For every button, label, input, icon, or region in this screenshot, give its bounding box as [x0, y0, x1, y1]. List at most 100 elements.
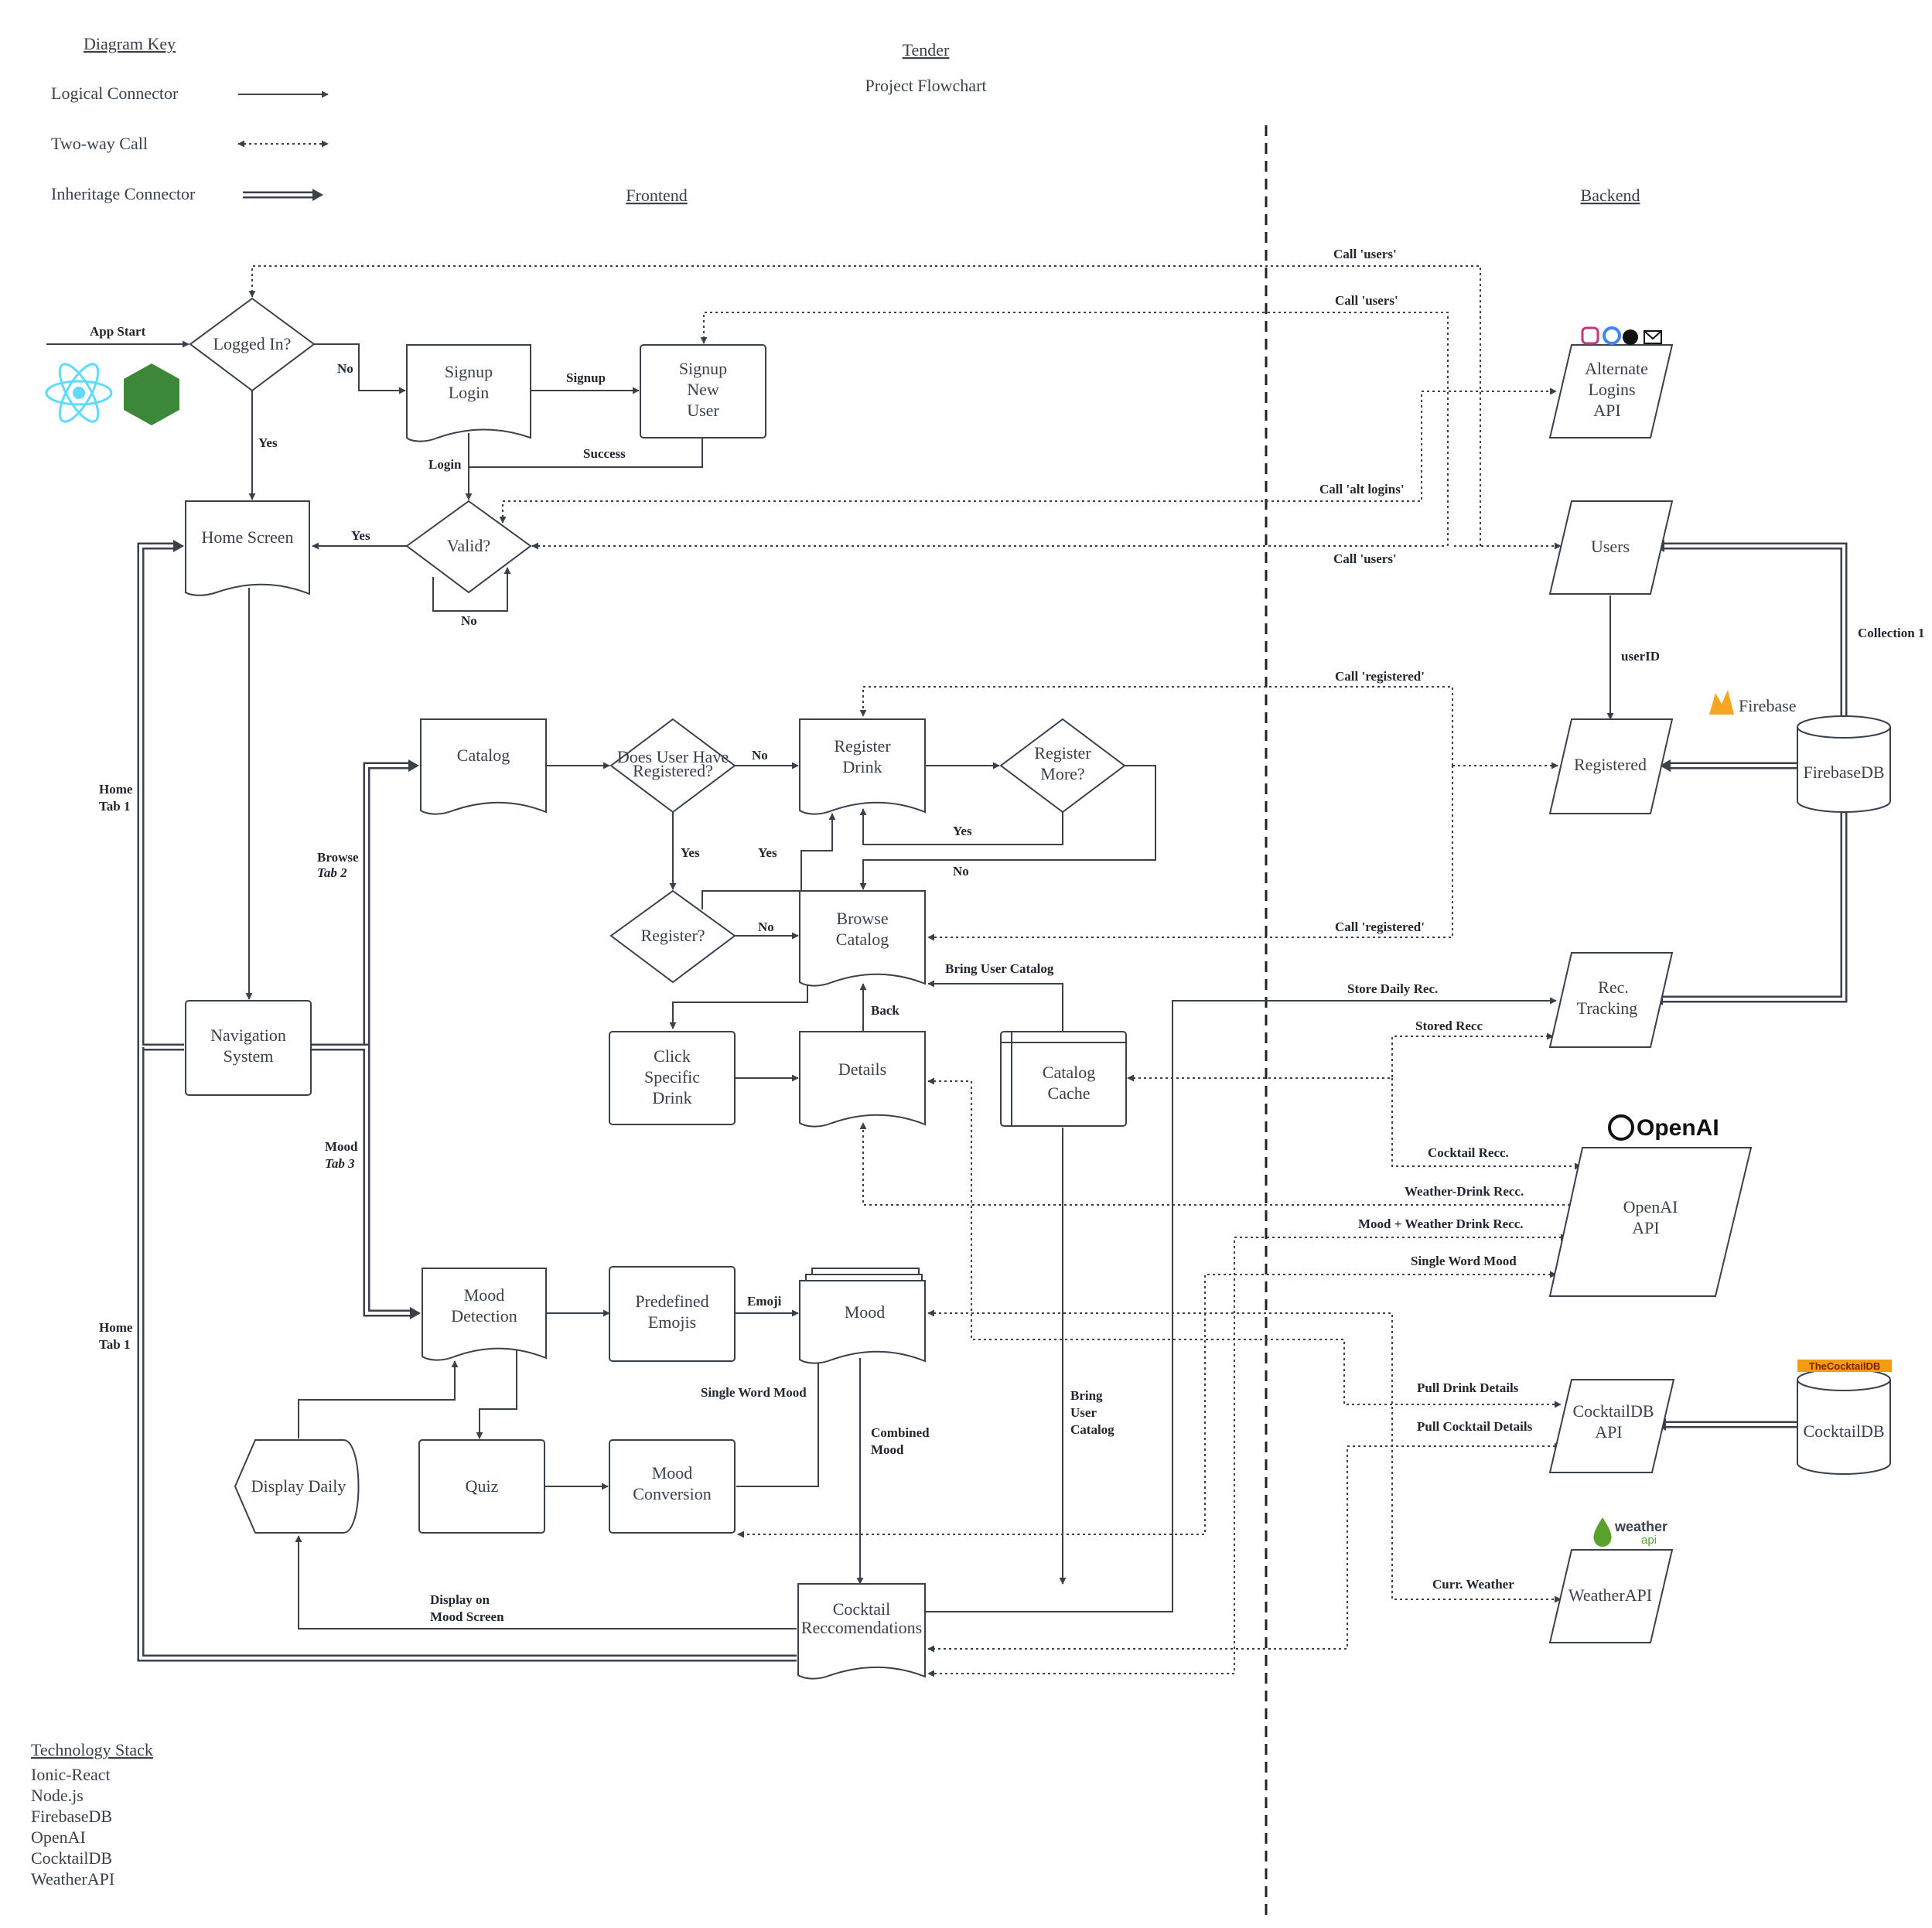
node-signup-new-user[interactable]: Signup New User — [640, 344, 766, 438]
login-providers-icons — [1581, 326, 1662, 345]
node-catalog[interactable]: Catalog — [420, 718, 547, 815]
node-alternate-logins-api[interactable]: Alternate Logins API — [1548, 344, 1674, 438]
node-navigation-system[interactable]: Navigation System — [185, 1000, 312, 1096]
node-mood-conversion[interactable]: Mood Conversion — [609, 1439, 736, 1534]
node-predefined-line1: Predefined — [635, 1292, 708, 1311]
node-alt-logins-line2: Logins — [1588, 380, 1635, 399]
node-cocktaildb-api-line1: CocktailDB — [1572, 1401, 1654, 1421]
node-browse-catalog[interactable]: Browse Catalog — [799, 890, 926, 987]
openai-logo-text: OpenAI — [1637, 1115, 1719, 1141]
label-no-register: No — [758, 920, 774, 934]
key-heading: Diagram Key — [84, 34, 176, 53]
firebase-logo-text: Firebase — [1739, 696, 1797, 715]
label-login: Login — [428, 457, 462, 472]
node-quiz-label: Quiz — [466, 1476, 499, 1496]
node-does-user-have-registered[interactable]: Does User Have Registered? — [609, 718, 736, 814]
key-logical-label: Logical Connector — [51, 84, 179, 103]
node-valid[interactable]: Valid? — [405, 500, 532, 594]
node-mood-detection[interactable]: Mood Detection — [422, 1268, 547, 1361]
label-combined-mood-2: Mood — [871, 1442, 904, 1457]
label-browse-tab2-1: Browse — [317, 850, 359, 865]
tech-stack-item: FirebaseDB — [31, 1807, 112, 1826]
node-weatherapi[interactable]: WeatherAPI — [1548, 1549, 1674, 1643]
node-register-question[interactable]: Register? — [609, 889, 736, 984]
twoway-connectors — [248, 265, 1582, 1677]
section-frontend: Frontend — [626, 186, 687, 205]
node-mood[interactable]: Mood — [799, 1268, 926, 1364]
node-register-more[interactable]: Register More? — [999, 718, 1126, 814]
label-home-tab1-a-2: Tab 1 — [99, 799, 130, 814]
node-home-screen[interactable]: Home Screen — [185, 500, 310, 596]
node-does-user-line1: Does User Have — [617, 747, 729, 766]
label-pull-cocktail-details: Pull Cocktail Details — [1417, 1419, 1533, 1434]
label-store-daily: Store Daily Rec. — [1347, 981, 1438, 996]
tech-stack-item: CocktailDB — [31, 1848, 112, 1868]
node-registered-label: Registered — [1574, 755, 1647, 774]
label-userid: userID — [1621, 649, 1660, 664]
openai-logo: OpenAI — [1608, 1114, 1719, 1141]
label-no-registered: No — [752, 748, 768, 763]
node-mood-conversion-line1: Mood — [652, 1463, 693, 1483]
node-signup-new-user-line1: Signup — [679, 359, 727, 378]
node-click-specific-line1: Click — [654, 1046, 691, 1066]
node-cocktaildb[interactable]: CocktailDB — [1797, 1368, 1891, 1475]
tech-stack-heading: Technology Stack — [31, 1740, 153, 1759]
node-catalog-cache-line2: Cache — [1048, 1083, 1091, 1103]
node-cocktaildb-api[interactable]: CocktailDB API — [1548, 1379, 1675, 1473]
label-mood-tab3-2: Tab 3 — [325, 1156, 355, 1171]
node-logged-in[interactable]: Logged In? — [189, 297, 316, 392]
node-cocktail-recommendations[interactable]: Cocktail Reccomendations — [797, 1583, 926, 1680]
node-mood-label: Mood — [845, 1302, 886, 1322]
node-firebasedb-label: FirebaseDB — [1803, 763, 1884, 782]
node-cocktail-recs-line2: Reccomendations — [801, 1618, 922, 1637]
node-firebasedb[interactable]: FirebaseDB — [1797, 715, 1891, 813]
google-icon — [1603, 326, 1621, 345]
label-signup: Signup — [566, 370, 606, 385]
label-no-valid: No — [461, 613, 477, 628]
label-single-word-mood: Single Word Mood — [1411, 1254, 1517, 1268]
node-display-daily[interactable]: Display Daily — [234, 1439, 360, 1534]
label-call-registered-1: Call 'registered' — [1335, 669, 1425, 684]
node-alt-logins-line1: Alternate — [1585, 359, 1648, 378]
weather-api-logo: weather api — [1593, 1517, 1667, 1547]
node-click-specific-drink[interactable]: Click Specific Drink — [609, 1031, 736, 1125]
tech-stack-item: Ionic-React — [31, 1765, 111, 1784]
node-register-drink[interactable]: Register Drink — [799, 718, 926, 815]
inherit-connectors — [137, 540, 1848, 1662]
node-signup-login-line2: Login — [449, 383, 490, 402]
label-call-users-3: Call 'users' — [1333, 551, 1397, 566]
label-no-login: No — [337, 361, 353, 376]
label-yes-valid: Yes — [351, 528, 370, 543]
cocktaildb-logo: TheCocktailDB — [1797, 1360, 1892, 1372]
tech-stack-item: WeatherAPI — [31, 1869, 114, 1889]
node-navigation-line1: Navigation — [210, 1025, 286, 1045]
node-mood-conversion-line2: Conversion — [633, 1484, 711, 1503]
node-catalog-label: Catalog — [457, 746, 510, 765]
node-register-question-label: Register? — [640, 926, 705, 945]
key-inherit-line — [243, 189, 323, 201]
node-click-specific-line3: Drink — [652, 1088, 691, 1107]
node-predefined-emojis[interactable]: Predefined Emojis — [609, 1266, 736, 1362]
label-back: Back — [871, 1003, 899, 1018]
node-click-specific-line2: Specific — [644, 1067, 700, 1087]
node-signup-login[interactable]: Signup Login — [406, 344, 531, 442]
cocktaildb-logo-text: TheCocktailDB — [1809, 1360, 1880, 1372]
label-pull-drink-details: Pull Drink Details — [1417, 1380, 1519, 1395]
node-users[interactable]: Users — [1548, 500, 1674, 595]
node-details[interactable]: Details — [799, 1031, 926, 1128]
node-registered[interactable]: Registered — [1548, 718, 1674, 814]
label-call-users-top: Call 'users' — [1333, 247, 1397, 261]
weather-drop-icon — [1593, 1517, 1612, 1547]
node-catalog-cache[interactable]: Catalog Cache — [1000, 1031, 1127, 1127]
weather-logo-text-2: api — [1641, 1534, 1657, 1547]
node-details-label: Details — [838, 1060, 886, 1079]
label-home-tab1-b-2: Tab 1 — [99, 1337, 130, 1352]
node-signup-new-user-line3: User — [687, 401, 719, 420]
mail-icon — [1644, 330, 1662, 344]
node-openai-api[interactable]: OpenAI API — [1548, 1147, 1753, 1297]
node-rec-tracking[interactable]: Rec. Tracking — [1548, 952, 1674, 1048]
react-logo-icon — [45, 363, 113, 423]
node-quiz[interactable]: Quiz — [418, 1439, 545, 1534]
label-bring-user-catalog-2-2: User — [1070, 1405, 1097, 1420]
label-emoji: Emoji — [747, 1294, 782, 1309]
